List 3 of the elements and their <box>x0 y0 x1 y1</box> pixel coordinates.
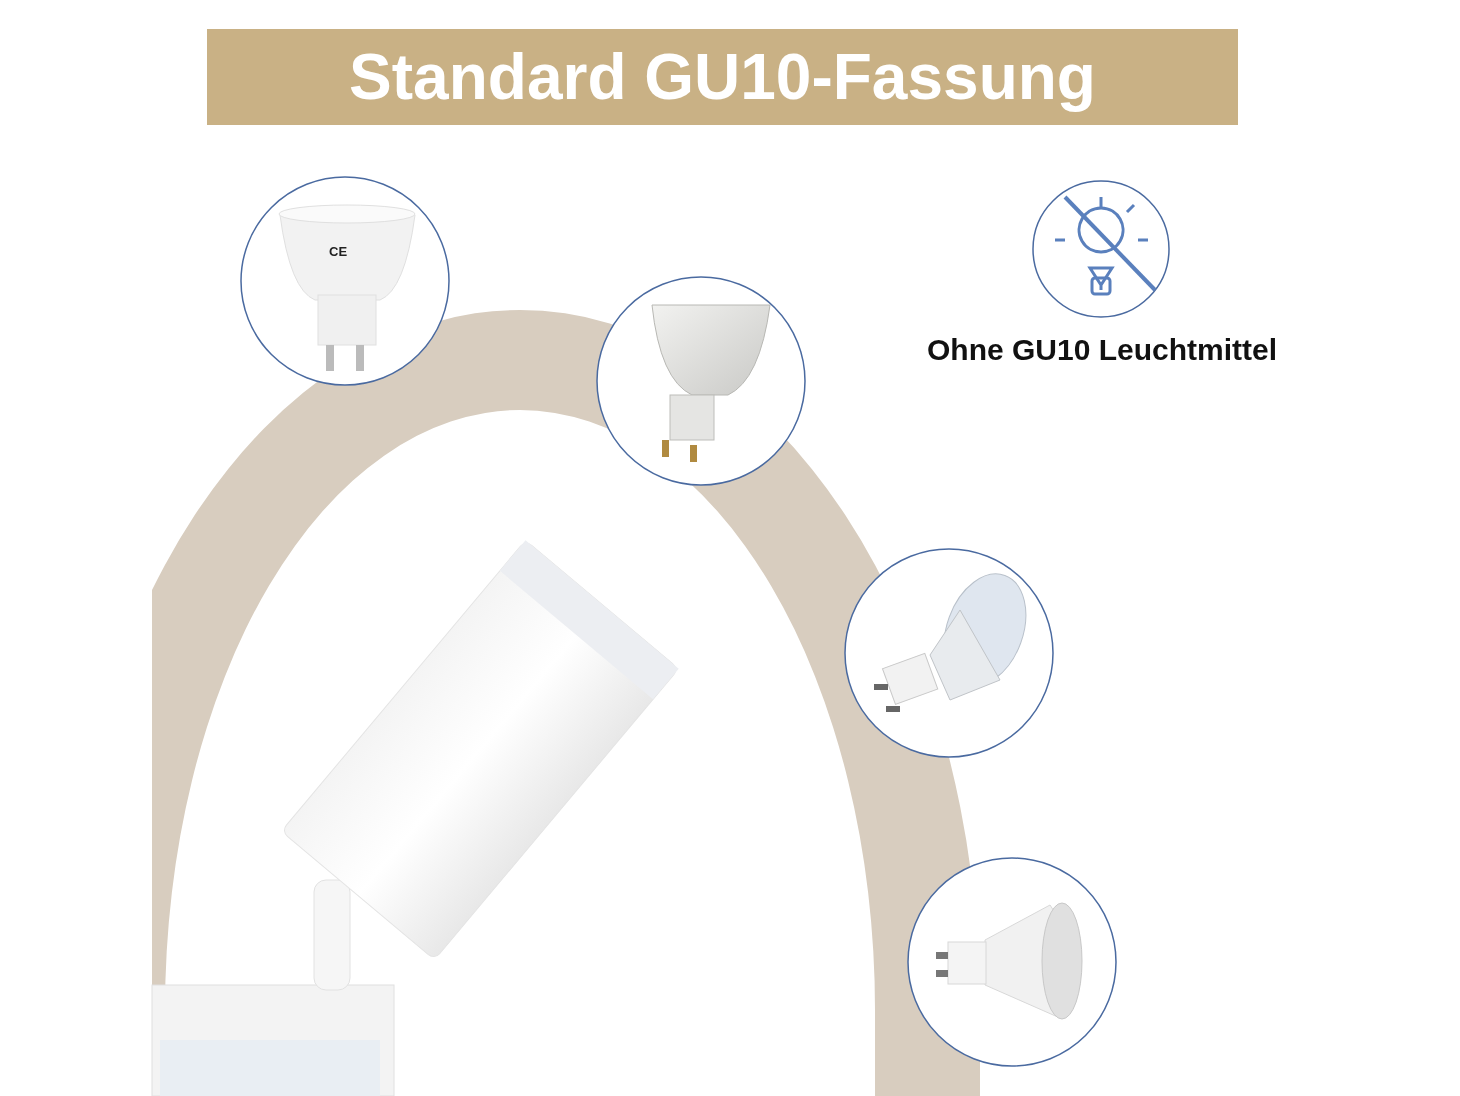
title-banner: Standard GU10-Fassung <box>207 29 1238 125</box>
ce-mark: CE <box>329 244 348 259</box>
caption-text: Ohne GU10 Leuchtmittel <box>925 333 1279 367</box>
